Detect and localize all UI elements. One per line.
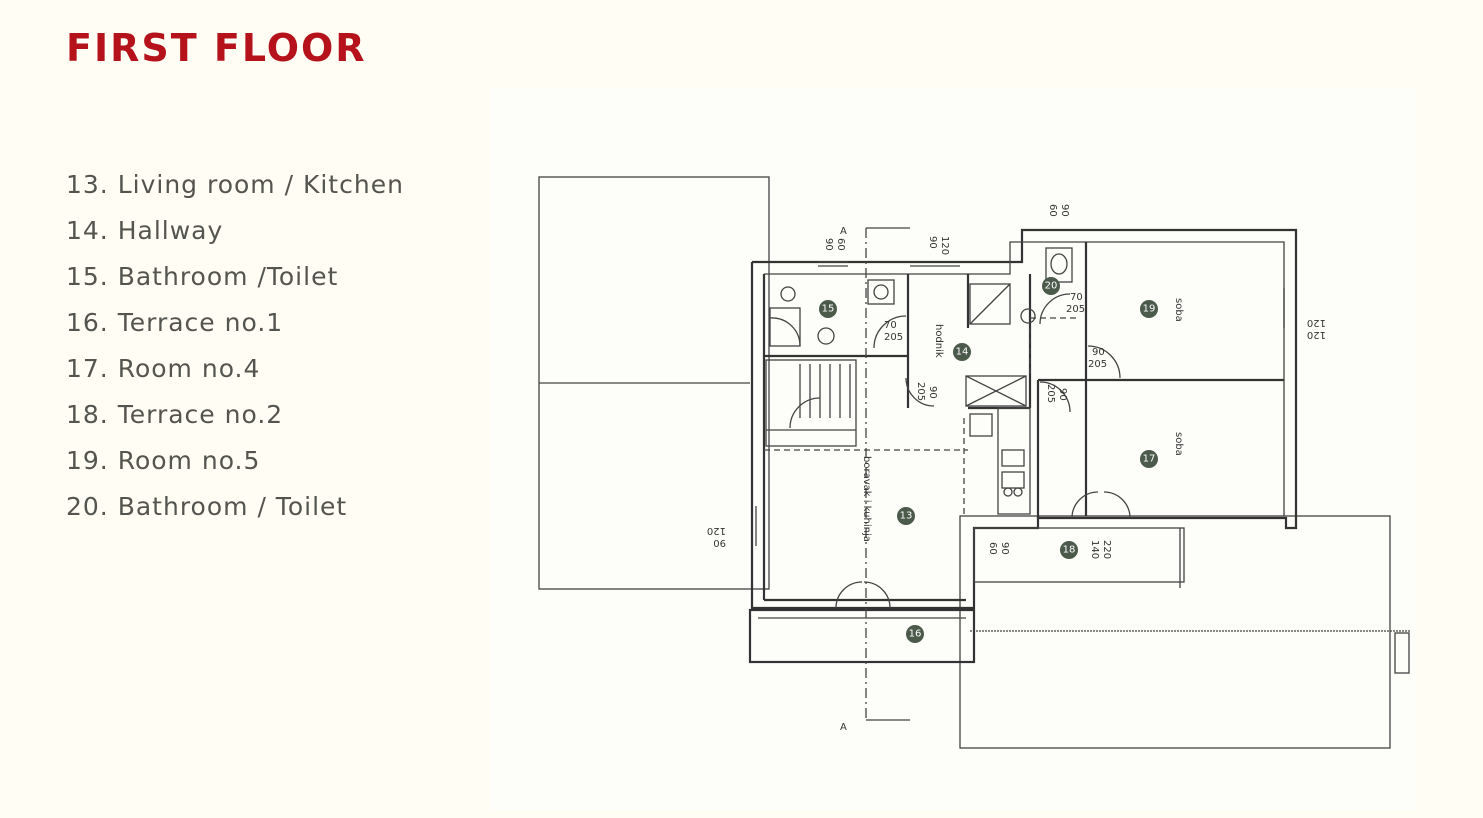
windows [755, 261, 1285, 546]
legend-item-16: 16. Terrace no.1 [66, 308, 284, 337]
section-mark-bottom: A [840, 722, 847, 733]
dim-90-wc: 90 [1059, 204, 1070, 217]
dim-70-a: 70 [884, 320, 897, 331]
room-legend: 13. Living room / Kitchen 14. Hallway 15… [66, 166, 404, 534]
page-title: FIRST FLOOR [66, 26, 367, 70]
room-marker-14: 14 [953, 343, 971, 361]
dim-220: 220 [1101, 540, 1112, 559]
dim-60-wc: 60 [1047, 204, 1058, 217]
svg-text:13: 13 [900, 511, 913, 522]
room-marker-13: 13 [897, 507, 915, 525]
room-marker-15: 15 [819, 300, 837, 318]
svg-text:20: 20 [1045, 281, 1058, 292]
dim-205-stair: 205 [915, 382, 926, 401]
dimensions: 90 120 90 60 60 90 70 205 70 205 90 205 … [707, 204, 1326, 559]
legend-item-13: 13. Living room / Kitchen [66, 170, 404, 199]
room-marker-17: 17 [1140, 450, 1158, 468]
dim-205-b: 205 [1066, 304, 1085, 315]
dim-205-room: 205 [1088, 359, 1107, 370]
dim-90: 90 [927, 236, 938, 249]
svg-text:15: 15 [822, 304, 835, 315]
staircase [765, 359, 857, 447]
dim-90-left: 90 [713, 537, 726, 548]
building-walls [750, 228, 1298, 610]
room-marker-18: 18 [1060, 541, 1078, 559]
dim-90-terrace: 90 [999, 542, 1010, 555]
dim-90-room: 90 [1092, 347, 1105, 358]
legend-item-17: 17. Room no.4 [66, 354, 261, 383]
label-living: boravak i kuhinja [861, 456, 872, 542]
roof-outline [538, 176, 1410, 749]
legend-item-19: 19. Room no.5 [66, 446, 261, 475]
section-mark-top: A [840, 226, 847, 237]
room-marker-16: 16 [906, 625, 924, 643]
label-room-b: soba [1173, 432, 1184, 456]
legend-item-14: 14. Hallway [66, 216, 224, 245]
legend-item-18: 18. Terrace no.2 [66, 400, 284, 429]
legend-item-15: 15. Bathroom /Toilet [66, 262, 339, 291]
dim-205-a: 205 [884, 332, 903, 343]
label-room-a: soba [1173, 298, 1184, 322]
floor-plan-drawing: A A hodnik boravak i kuhinja soba soba 9… [538, 176, 1410, 749]
room-marker-20: 20 [1042, 277, 1060, 295]
label-hallway: hodnik [933, 324, 944, 358]
dim-120-right-b: 120 [1307, 317, 1326, 328]
dim-60-terrace: 60 [987, 542, 998, 555]
room-marker-19: 19 [1140, 300, 1158, 318]
door-swings [835, 293, 1131, 609]
dim-120: 120 [939, 236, 950, 255]
svg-text:14: 14 [956, 347, 969, 358]
svg-text:17: 17 [1143, 454, 1156, 465]
dim-120-right-a: 120 [1307, 329, 1326, 340]
dim-120-left: 120 [707, 525, 726, 536]
dim-90-room2: 90 [1057, 388, 1068, 401]
svg-text:16: 16 [909, 629, 922, 640]
dim-70-b: 70 [1070, 292, 1083, 303]
dim-60-bath: 60 [835, 238, 846, 251]
dim-90-bath: 90 [823, 238, 834, 251]
legend-item-20: 20. Bathroom / Toilet [66, 492, 348, 521]
svg-text:18: 18 [1063, 545, 1076, 556]
kitchen-counter [965, 375, 1031, 515]
bathroom-fixtures [769, 247, 1073, 347]
section-line: A A [840, 226, 910, 733]
terraces [748, 527, 1185, 664]
dim-205-room2: 205 [1045, 384, 1056, 403]
floor-plan: A A hodnik boravak i kuhinja soba soba 9… [490, 88, 1416, 810]
dim-90-stair: 90 [927, 386, 938, 399]
dim-140: 140 [1089, 540, 1100, 559]
svg-text:19: 19 [1143, 304, 1156, 315]
